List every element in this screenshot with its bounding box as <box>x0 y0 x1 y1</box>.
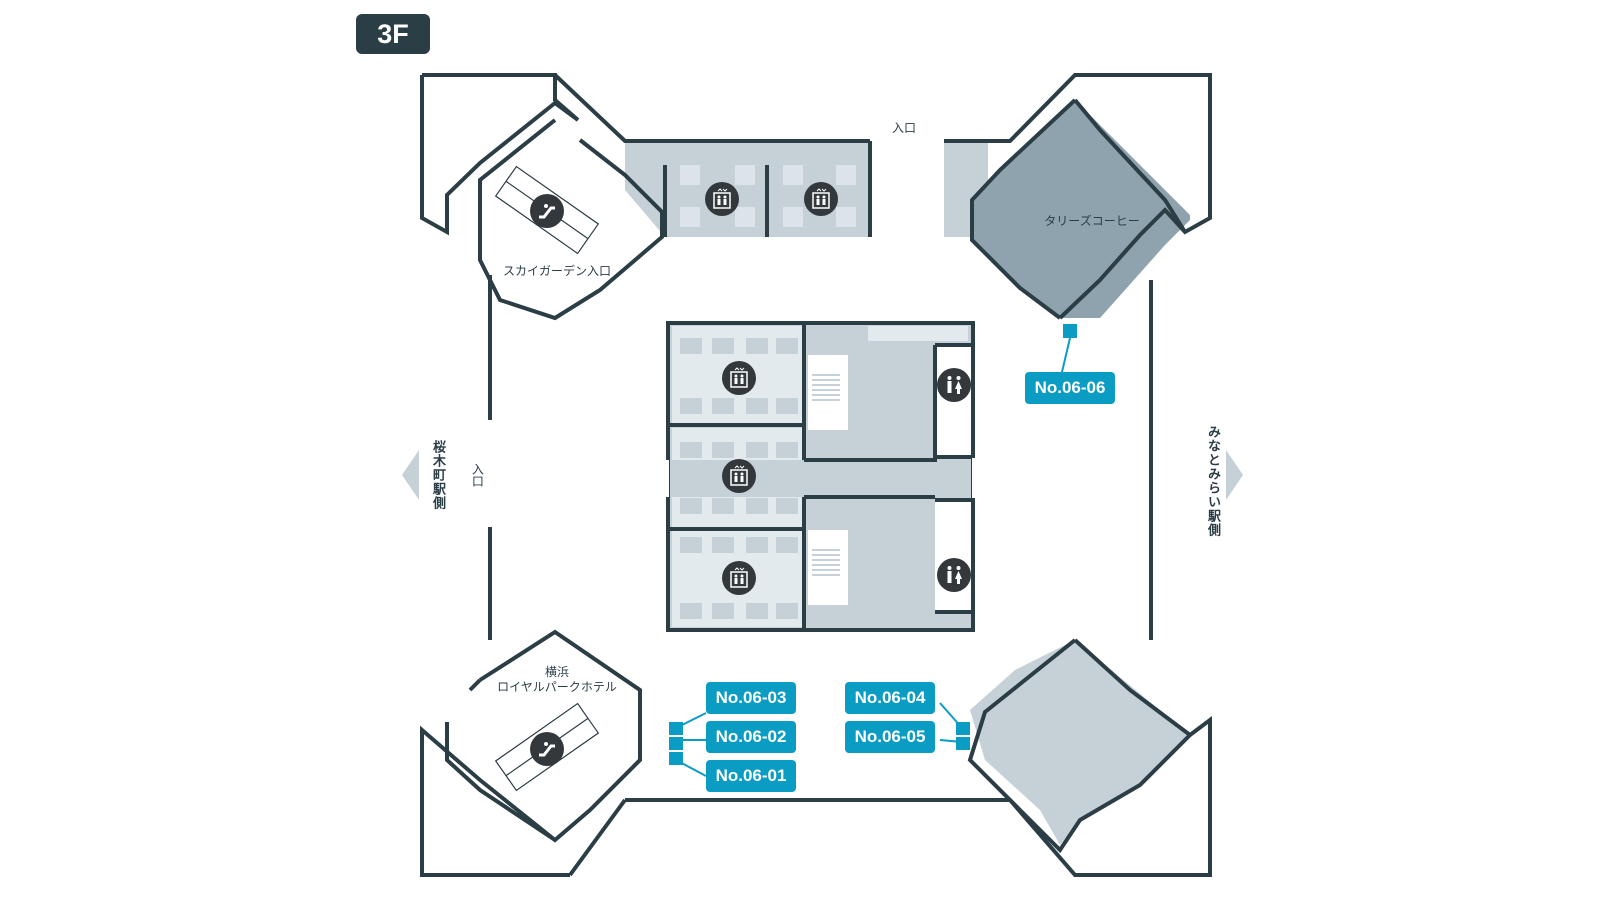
marker-06-03 <box>669 722 683 735</box>
side-left-label: 桜木町駅側 <box>430 440 445 510</box>
floor-badge: 3F <box>356 14 430 54</box>
side-right-label: みなとみらい駅側 <box>1205 425 1220 537</box>
elevator-icon <box>722 561 756 595</box>
location-tag-06-02[interactable]: No.06-02 <box>706 721 796 753</box>
restroom-icon <box>937 368 971 402</box>
escalator-icon <box>530 732 564 766</box>
location-tag-06-01[interactable]: No.06-01 <box>706 760 796 792</box>
location-tag-06-04[interactable]: No.06-04 <box>845 682 935 714</box>
hotel-label-line2: ロイヤルパークホテル <box>497 680 617 694</box>
elevator-icon <box>722 361 756 395</box>
hotel-label-line1: 横浜 <box>544 665 570 679</box>
marker-06-06 <box>1063 324 1077 338</box>
skygarden-label: スカイガーデン入口 <box>502 264 612 278</box>
left-direction-arrow <box>402 450 419 500</box>
marker-06-02 <box>669 737 683 750</box>
location-tag-06-03[interactable]: No.06-03 <box>706 682 796 714</box>
cafe-area <box>972 100 1190 318</box>
marker-06-05 <box>956 737 970 750</box>
elevator-icon <box>705 182 739 216</box>
outer-walls <box>420 73 1212 877</box>
location-tag-06-05[interactable]: No.06-05 <box>845 721 935 753</box>
restroom-icon <box>937 558 971 592</box>
elevator-icon <box>804 182 838 216</box>
entrance-left-label: 入口 <box>470 463 485 487</box>
bottom-right-area <box>970 640 1190 845</box>
marker-06-01 <box>669 752 683 765</box>
marker-06-04 <box>956 722 970 735</box>
location-tag-06-06[interactable]: No.06-06 <box>1025 372 1115 404</box>
right-direction-arrow <box>1226 450 1243 500</box>
cafe-label: タリーズコーヒー <box>1044 214 1140 228</box>
elevator-icon <box>722 459 756 493</box>
entrance-top-label: 入口 <box>891 121 917 135</box>
escalator-icon <box>530 194 564 228</box>
